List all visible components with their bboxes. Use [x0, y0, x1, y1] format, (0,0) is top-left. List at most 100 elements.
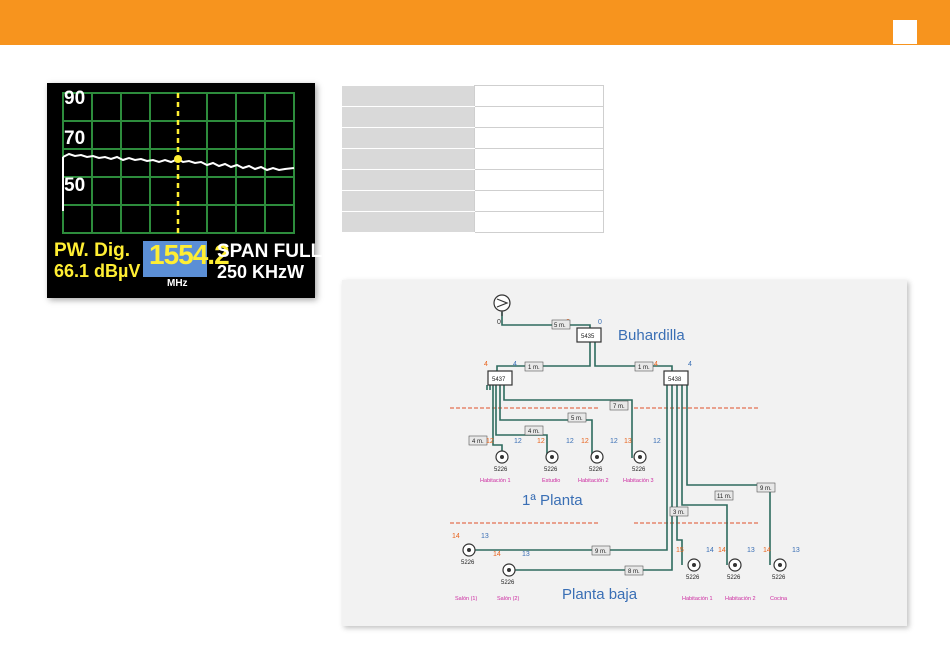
installation-diagram: 0 5435 5437 5438 0 0 4 4 4 4 5 m. 1 m. 1…	[342, 280, 907, 626]
cable-hab1: 4 m.	[472, 439, 484, 445]
frequency-value: 1554.2	[149, 239, 230, 270]
antenna-num: 0	[497, 319, 501, 326]
outlet-num-orange: 12	[537, 438, 545, 445]
cable-salon2: 8 m.	[628, 569, 640, 575]
outlet-num-orange: 14	[452, 533, 460, 540]
cable-hab3: 7 m.	[613, 404, 625, 410]
wires	[475, 312, 771, 571]
outlet-f1-estudio: 5226 Estudio 12 12	[537, 438, 574, 484]
outlet-code: 5226	[461, 560, 475, 566]
span-label: SPAN FULL	[217, 241, 323, 262]
power-label: PW. Dig.	[54, 240, 130, 261]
splitter-right-code: 5438	[668, 377, 682, 383]
floor-separators	[450, 407, 760, 524]
cable-estudio: 4 m.	[528, 429, 540, 435]
grid-lines	[63, 93, 294, 233]
outlet-g-salon1: 5226 Salón (1) 14 13	[452, 533, 489, 602]
diagram-canvas: 0 5435 5437 5438 0 0 4 4 4 4 5 m. 1 m. 1…	[450, 294, 800, 603]
outlet-code: 5226	[494, 467, 508, 473]
outlet-room: Salón (2)	[497, 596, 519, 602]
outlet-num-blue: 12	[566, 438, 574, 445]
table-row	[342, 169, 604, 191]
outlet-num-blue: 13	[792, 547, 800, 554]
outlet-g-hab1: 5226 Habitación 1 15 14	[676, 547, 714, 602]
outlet-g-hab2: 5226 Habitación 2 14 13	[718, 547, 756, 602]
cable-top: 5 m.	[554, 323, 566, 329]
floor-buhardilla: Buhardilla	[618, 327, 685, 344]
floor-baja: Planta baja	[562, 586, 638, 603]
outlet-room: Habitación 3	[623, 478, 654, 484]
y-tick-70: 70	[64, 128, 86, 149]
num-top-out: 0	[598, 319, 602, 326]
outlet-num-blue: 14	[706, 547, 714, 554]
power-value: 66.1 dBµV	[54, 261, 141, 281]
outlet-num-orange: 13	[624, 438, 632, 445]
outlet-num-blue: 12	[514, 438, 522, 445]
span-value: 250 KHzW	[217, 262, 305, 282]
y-tick-90: 90	[64, 88, 86, 109]
outlet-num-orange: 14	[718, 547, 726, 554]
outlet-f1-hab3: 5226 Habitación 3 13 12	[623, 438, 661, 484]
y-tick-50: 50	[64, 175, 86, 196]
table-row	[342, 211, 604, 233]
cable-left: 1 m.	[528, 365, 540, 371]
outlet-num-orange: 12	[486, 438, 494, 445]
outlet-num-orange: 15	[676, 547, 684, 554]
outlet-room: Cocina	[770, 596, 788, 602]
outlet-room: Habitación 2	[725, 596, 756, 602]
spectrum-plot	[62, 92, 295, 234]
outlet-num-blue: 12	[653, 438, 661, 445]
cable-hab2b: 11 m.	[717, 494, 732, 500]
num-left-out: 4	[513, 361, 517, 368]
outlet-num-blue: 13	[747, 547, 755, 554]
frequency-box	[143, 241, 207, 277]
splitter-top: 5435	[576, 327, 602, 343]
outlet-room: Estudio	[542, 478, 560, 484]
outlet-room: Salón (1)	[455, 596, 477, 602]
table-row	[342, 190, 604, 212]
outlet-num-orange: 14	[493, 551, 501, 558]
splitter-left: 5437	[487, 370, 513, 386]
table-row	[342, 148, 604, 170]
header-square	[893, 20, 917, 44]
outlet-room: Habitación 2	[578, 478, 609, 484]
cable-hab1b: 3 m.	[673, 510, 685, 516]
splitter-left-code: 5437	[492, 377, 506, 383]
outlet-f1-hab1: 5226 Habitación 1 12 12	[480, 438, 522, 484]
num-right-out: 4	[688, 361, 692, 368]
outlet-num-blue: 12	[610, 438, 618, 445]
outlet-g-salon2: 5226 Salón (2) 14 13	[493, 551, 530, 602]
outlet-f1-hab2: 5226 Habitación 2 12 12	[578, 438, 618, 484]
antenna-icon	[493, 294, 511, 316]
cable-cocina: 9 m.	[760, 486, 772, 492]
cable-right: 1 m.	[638, 365, 650, 371]
outlet-code: 5226	[686, 575, 700, 581]
splitter-top-code: 5435	[581, 334, 595, 340]
outlet-num-blue: 13	[522, 551, 530, 558]
outlet-g-cocina: 5226 Cocina 14 13	[763, 547, 800, 602]
frequency-unit: MHz	[167, 278, 188, 289]
outlet-code: 5226	[632, 467, 646, 473]
spectrum-screen: 90 70 50 PW. Dig. 66.1 dBµV 1554.2 MHz S…	[47, 83, 322, 298]
cable-hab2-up: 5 m.	[571, 416, 583, 422]
header-bar	[0, 0, 950, 45]
outlet-code: 5226	[544, 467, 558, 473]
floor-primera: 1ª Planta	[522, 492, 583, 509]
table-row	[342, 85, 604, 107]
outlet-num-orange: 14	[763, 547, 771, 554]
table-row	[342, 127, 604, 149]
outlet-room: Habitación 1	[682, 596, 713, 602]
outlet-num-blue: 13	[481, 533, 489, 540]
outlet-code: 5226	[501, 580, 515, 586]
splitter-right: 5438	[663, 370, 689, 386]
outlet-num-orange: 12	[581, 438, 589, 445]
outlet-code: 5226	[772, 575, 786, 581]
num-right-in: 4	[654, 361, 658, 368]
empty-table	[342, 85, 604, 233]
table-row	[342, 106, 604, 128]
outlet-code: 5226	[589, 467, 603, 473]
cable-salon1: 9 m.	[595, 549, 607, 555]
num-left-in: 4	[484, 361, 488, 368]
outlet-room: Habitación 1	[480, 478, 511, 484]
cable-labels: 5 m. 1 m. 1 m. 5 m. 7 m. 4 m. 4 m. 9 m. …	[468, 319, 776, 576]
